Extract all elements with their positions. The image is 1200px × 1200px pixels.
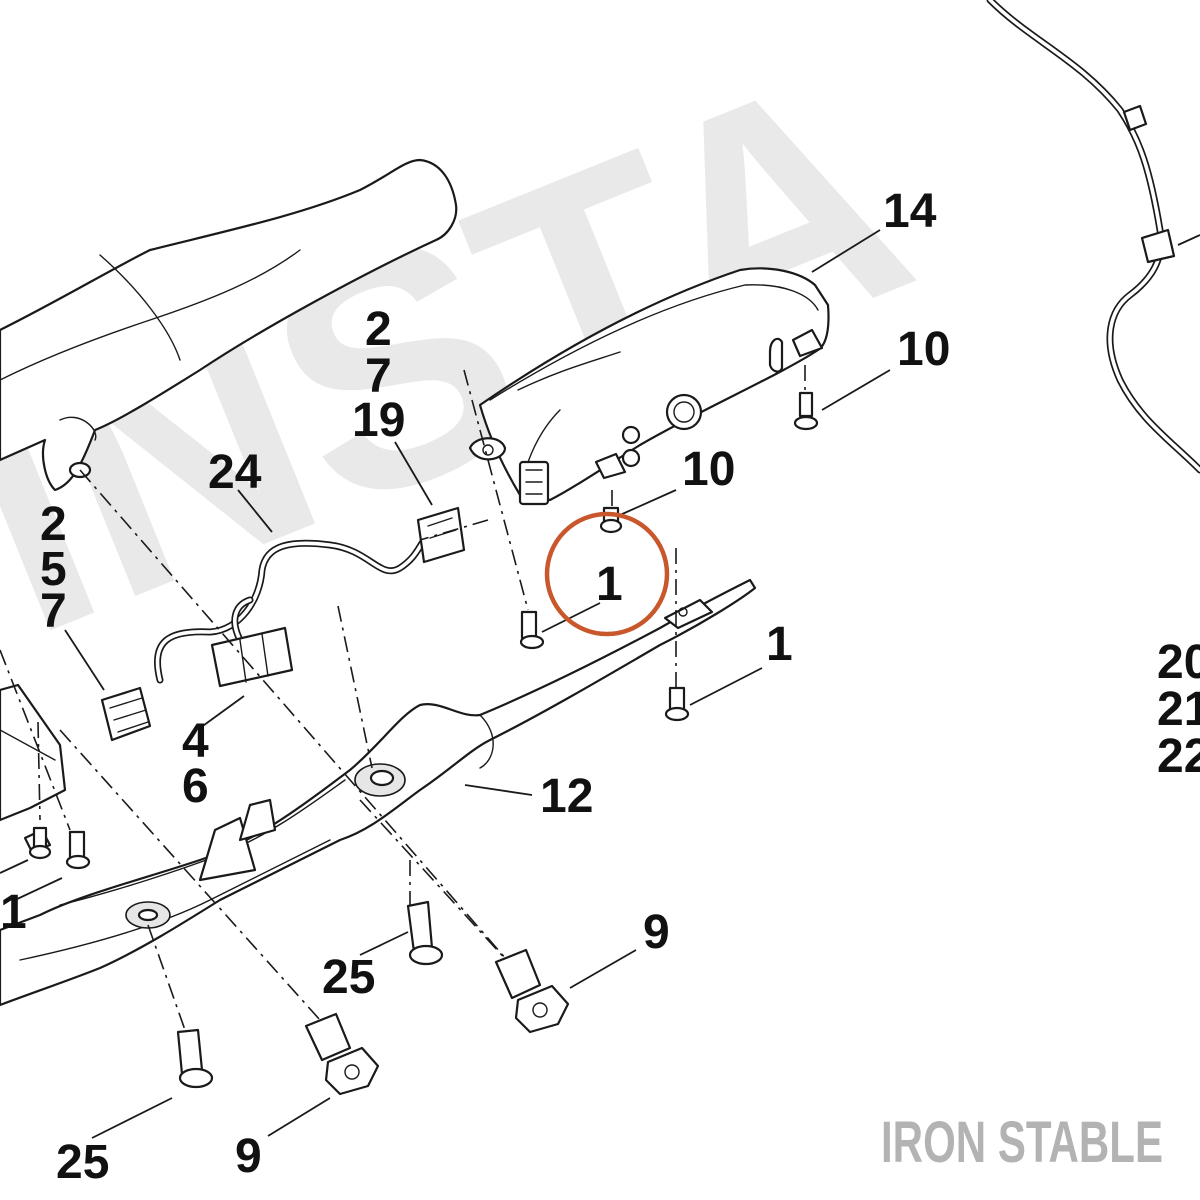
callout-19: 19 [352,394,405,447]
callout-6: 6 [182,760,209,813]
wiring-harness [100,506,466,742]
center-lines [0,365,806,1031]
callout-2-left: 2 [40,498,67,551]
callout-1-highlighted: 1 [596,558,623,611]
callout-2-upper: 2 [365,303,392,356]
brand-logo-text: IRON STABLE [881,1110,1163,1175]
callout-9-bottom: 9 [235,1130,262,1183]
callouts: 14 10 10 2 7 19 24 2 5 7 4 6 1 1 1 12 20… [0,185,1200,1189]
callout-20: 20 [1157,636,1200,689]
rail-12-part [0,578,757,1007]
callout-21: 21 [1157,683,1200,736]
callout-25-middle: 25 [322,951,375,1004]
callout-1-right: 1 [766,618,793,671]
leader-lines [0,229,891,1139]
left-module-part [0,683,67,854]
callout-10-middle: 10 [682,443,735,496]
highlight-circle [544,511,670,637]
callout-7-upper: 7 [365,350,392,403]
callout-1-left: 1 [0,886,27,939]
callout-4: 4 [182,715,209,768]
callout-7-left: 7 [40,585,67,638]
callout-5: 5 [40,543,67,596]
callout-12: 12 [540,770,593,823]
callout-10-upper: 10 [897,323,950,376]
callout-24: 24 [208,446,262,499]
seat-part [0,158,458,492]
callout-22: 22 [1157,730,1200,783]
callout-9-right: 9 [643,906,670,959]
module-14-part [468,267,830,506]
fasteners [28,391,819,1096]
right-cable [986,0,1200,474]
callout-25-bottom: 25 [56,1136,109,1189]
callout-14: 14 [883,185,937,238]
